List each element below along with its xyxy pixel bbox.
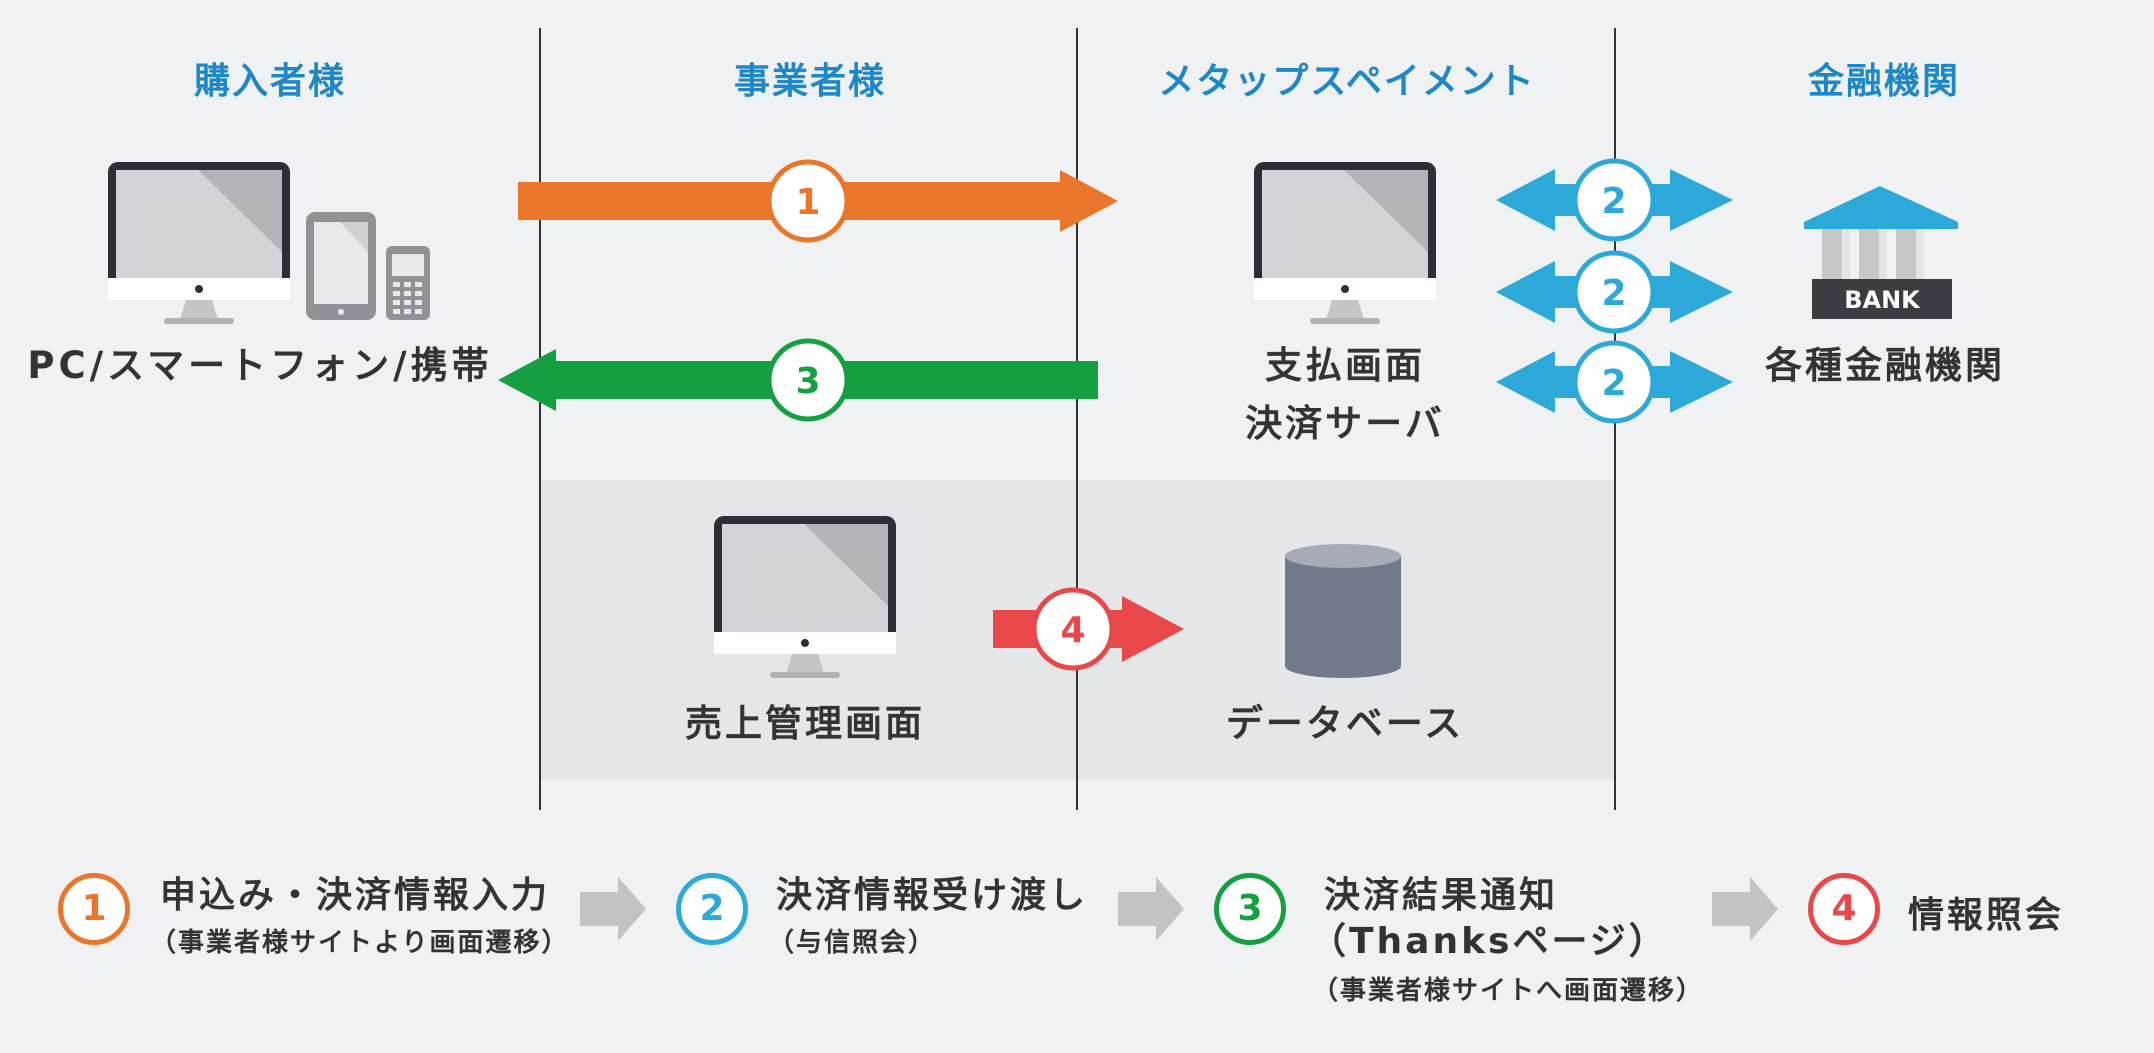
legend-step2-sub: （与信照会） <box>768 928 937 958</box>
legend-step4-title: 情報照会 <box>1908 895 2065 936</box>
legend-step3-badge: 3 <box>1214 873 1286 945</box>
bank-sign-text: BANK <box>1844 286 1921 314</box>
bank-icon <box>1804 186 1958 319</box>
step2-arrow <box>1496 340 1733 424</box>
database-icon <box>1285 544 1401 678</box>
legend-next-arrow <box>580 877 646 941</box>
legend-step1-sub: （事業者様サイトより画面遷移） <box>150 928 570 958</box>
step1-badge: 1 <box>795 182 820 223</box>
column-title-merchant: 事業者様 <box>733 61 886 102</box>
step2-arrow <box>1496 158 1733 242</box>
sales-screen-monitor-icon <box>714 516 896 678</box>
sales-screen-label: 売上管理画面 <box>685 702 925 745</box>
step2-arrow <box>1496 250 1733 334</box>
legend-step3-title: 決済結果通知 <box>1324 875 1559 916</box>
database-label: データベース <box>1225 702 1465 745</box>
legend-step3-sub: （事業者様サイトへ画面遷移） <box>1312 976 1705 1006</box>
legend-next-arrow <box>1712 877 1778 941</box>
payment-screen-label: 支払画面 <box>1265 344 1425 387</box>
legend-step1-badge: 1 <box>58 873 130 945</box>
step3-arrow <box>498 338 1098 422</box>
legend-step4-badge: 4 <box>1808 873 1880 945</box>
legend-step3-title-sub: （Thanksページ） <box>1310 921 1668 962</box>
step4-badge: 4 <box>1060 610 1085 651</box>
legend-step2-badge: 2 <box>676 873 748 945</box>
step2-badge: 2 <box>1601 181 1626 222</box>
legend-next-arrow <box>1118 877 1184 941</box>
feature-phone-icon <box>386 246 430 320</box>
legend-step1-title: 申込み・決済情報入力 <box>160 875 551 916</box>
payment-server-monitor-icon <box>1254 162 1436 324</box>
legend-step2-title: 決済情報受け渡し <box>776 875 1089 916</box>
step2-badge: 2 <box>1601 363 1626 404</box>
column-title-bank: 金融機関 <box>1807 61 1960 102</box>
buyer-pc-icon <box>108 162 290 324</box>
step1-arrow <box>518 159 1118 243</box>
buyer-devices-label: PC/スマートフォン/携帯 <box>27 344 493 387</box>
step3-badge: 3 <box>795 361 820 402</box>
payment-server-label: 決済サーバ <box>1245 402 1445 445</box>
column-divider <box>539 28 541 810</box>
column-title-buyer: 購入者様 <box>193 61 346 102</box>
step2-badge: 2 <box>1601 273 1626 314</box>
smartphone-icon <box>306 212 376 320</box>
column-title-payment: メタップスペイメント <box>1158 61 1536 102</box>
bank-label: 各種金融機関 <box>1765 344 2005 387</box>
column-divider <box>1076 28 1078 810</box>
step4-arrow <box>993 587 1184 671</box>
